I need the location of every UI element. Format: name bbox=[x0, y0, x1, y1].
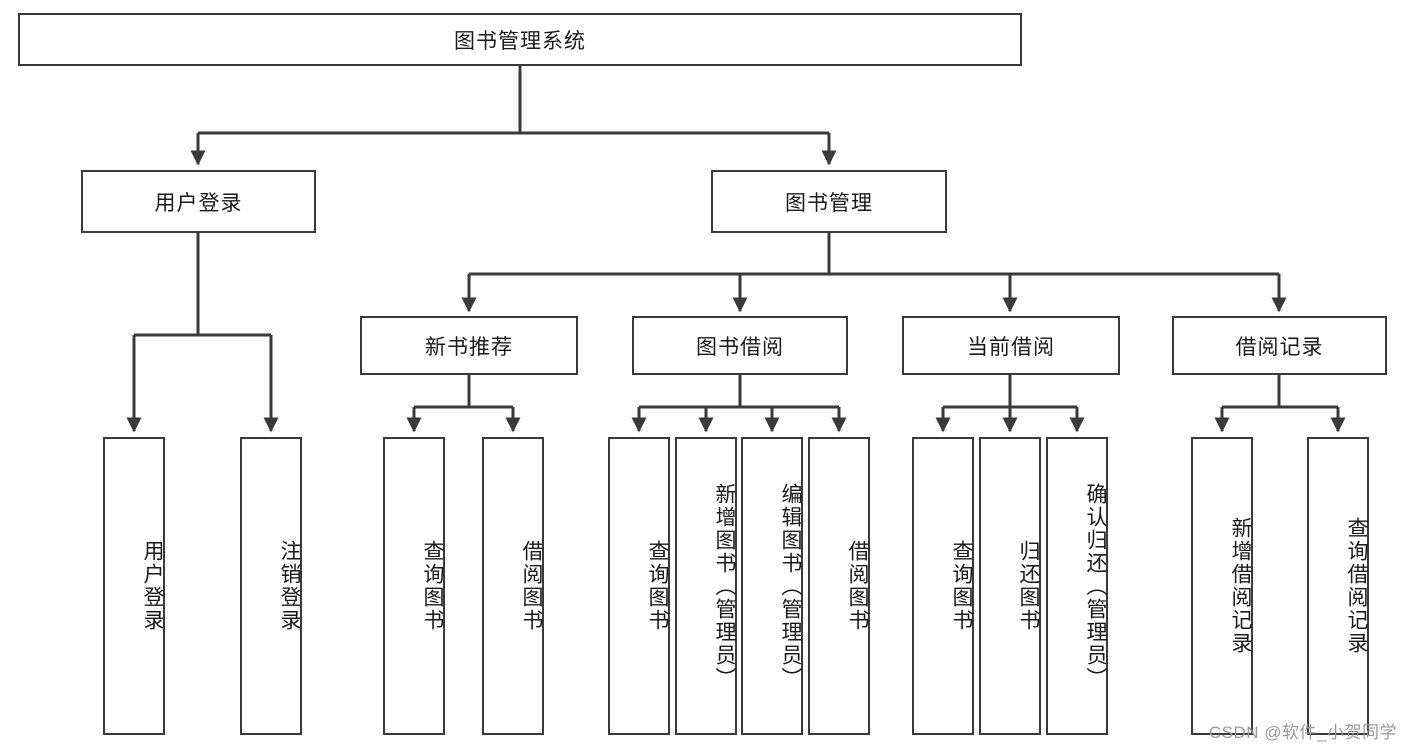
leaf-add-book[interactable]: 新增图书（管理员） bbox=[675, 437, 737, 735]
leaf-borrow-book-1[interactable]: 借阅图书 bbox=[482, 437, 544, 735]
leaf-label: 用户登录 bbox=[141, 540, 164, 632]
leaf-add-record[interactable]: 新增借阅记录 bbox=[1191, 437, 1253, 735]
leaf-query-record[interactable]: 查询借阅记录 bbox=[1307, 437, 1369, 735]
node-borrow-record[interactable]: 借阅记录 bbox=[1172, 316, 1387, 375]
node-book-management[interactable]: 图书管理 bbox=[711, 170, 947, 233]
leaf-return-book[interactable]: 归还图书 bbox=[979, 437, 1041, 735]
csdn-watermark: CSDN @软件_小贺同学 bbox=[1208, 723, 1397, 742]
node-user-login[interactable]: 用户登录 bbox=[81, 170, 316, 233]
node-new-book-recommend[interactable]: 新书推荐 bbox=[360, 316, 578, 375]
leaf-edit-book[interactable]: 编辑图书（管理员） bbox=[741, 437, 803, 735]
node-root-system[interactable]: 图书管理系统 bbox=[18, 13, 1022, 66]
leaf-label: 查询图书 bbox=[646, 540, 669, 632]
leaf-label: 借阅图书 bbox=[846, 540, 869, 632]
leaf-query-book-1[interactable]: 查询图书 bbox=[383, 437, 445, 735]
leaf-label: 查询借阅记录 bbox=[1345, 517, 1368, 655]
leaf-label: 新增图书（管理员） bbox=[713, 482, 736, 690]
leaf-label: 确认归还（管理员） bbox=[1084, 482, 1107, 690]
leaf-label: 编辑图书（管理员） bbox=[779, 482, 802, 690]
leaf-label: 查询图书 bbox=[950, 540, 973, 632]
leaf-user-logout[interactable]: 注销登录 bbox=[240, 437, 302, 735]
leaf-label: 借阅图书 bbox=[520, 540, 543, 632]
leaf-label: 归还图书 bbox=[1017, 540, 1040, 632]
leaf-confirm-return[interactable]: 确认归还（管理员） bbox=[1046, 437, 1108, 735]
leaf-borrow-book-2[interactable]: 借阅图书 bbox=[808, 437, 870, 735]
node-book-borrow[interactable]: 图书借阅 bbox=[632, 316, 848, 375]
leaf-label: 新增借阅记录 bbox=[1229, 517, 1252, 655]
leaf-query-book-3[interactable]: 查询图书 bbox=[912, 437, 974, 735]
leaf-label: 查询图书 bbox=[421, 540, 444, 632]
leaf-query-book-2[interactable]: 查询图书 bbox=[608, 437, 670, 735]
node-current-borrow[interactable]: 当前借阅 bbox=[902, 316, 1120, 375]
leaf-label: 注销登录 bbox=[278, 540, 301, 632]
leaf-user-login[interactable]: 用户登录 bbox=[103, 437, 165, 735]
